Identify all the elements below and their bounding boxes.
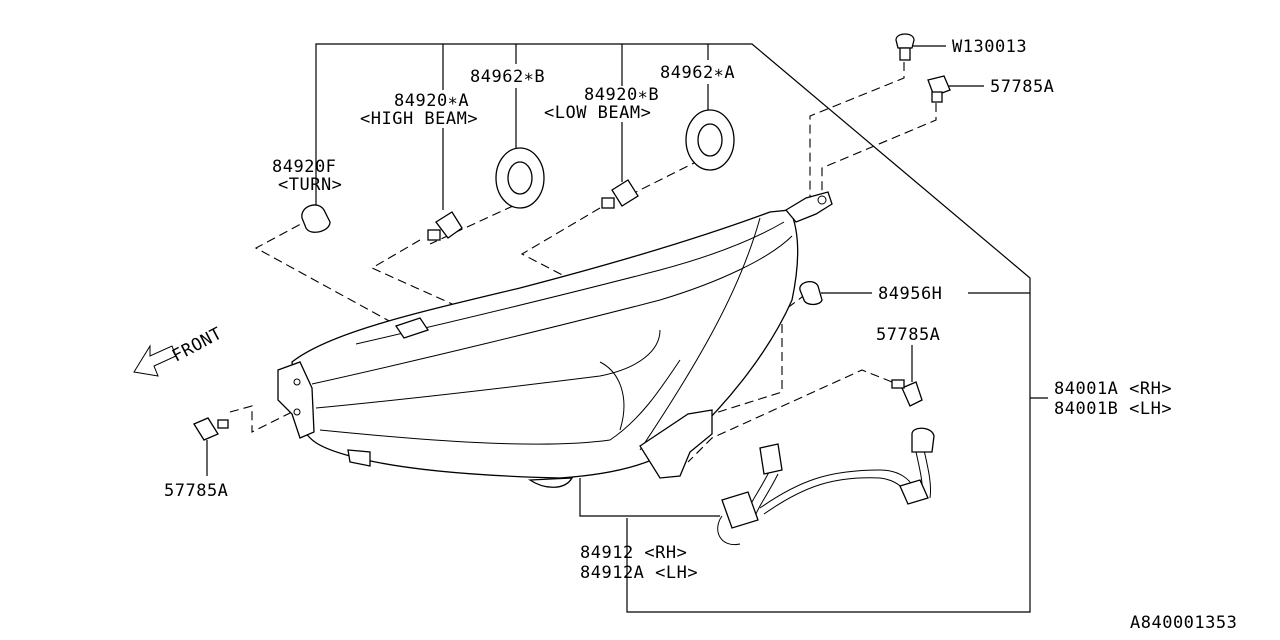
part-labels: W130013 57785A 84962∗B 84962∗A 84920∗A <… [164, 37, 1237, 633]
label-low-beam: <LOW BEAM> [544, 103, 651, 123]
label-84920a: 84920∗A [394, 91, 469, 111]
bulb-turn-84920f [301, 204, 331, 233]
leader-lines [206, 43, 1048, 613]
label-84920b: 84920∗B [584, 85, 659, 105]
clip-57785a-left [193, 417, 229, 441]
label-84956h: 84956H [878, 284, 942, 304]
ring-84962a [685, 109, 735, 171]
label-turn: <TURN> [278, 175, 342, 195]
bulb-low-beam-84920b [601, 179, 639, 209]
label-57785a-mid: 57785A [876, 325, 940, 345]
clip-57785a-top [927, 75, 951, 103]
clip-57785a-mid [891, 379, 923, 407]
headlamp-assembly [277, 191, 833, 488]
label-57785a-left: 57785A [164, 481, 228, 501]
diagram-id: A840001353 [1130, 613, 1237, 633]
wiring-harness-84912 [717, 427, 935, 546]
label-high-beam: <HIGH BEAM> [360, 109, 478, 129]
label-front: FRONT [169, 324, 226, 367]
label-84912a-lh: 84912A <LH> [580, 563, 698, 583]
label-84962b: 84962∗B [470, 67, 545, 87]
label-w130013: W130013 [952, 37, 1027, 57]
label-84962a: 84962∗A [660, 63, 735, 83]
ring-84962b [495, 147, 545, 209]
cap-84956h [799, 280, 823, 306]
bolt-w130013 [895, 33, 915, 61]
label-84001a-rh: 84001A <RH> [1054, 379, 1172, 399]
bulb-high-beam-84920a [427, 211, 463, 241]
label-84912-rh: 84912 <RH> [580, 543, 687, 563]
label-57785a-top: 57785A [990, 77, 1054, 97]
front-direction-arrow [133, 344, 177, 377]
label-84001b-lh: 84001B <LH> [1054, 399, 1172, 419]
label-84920f: 84920F [272, 157, 336, 177]
